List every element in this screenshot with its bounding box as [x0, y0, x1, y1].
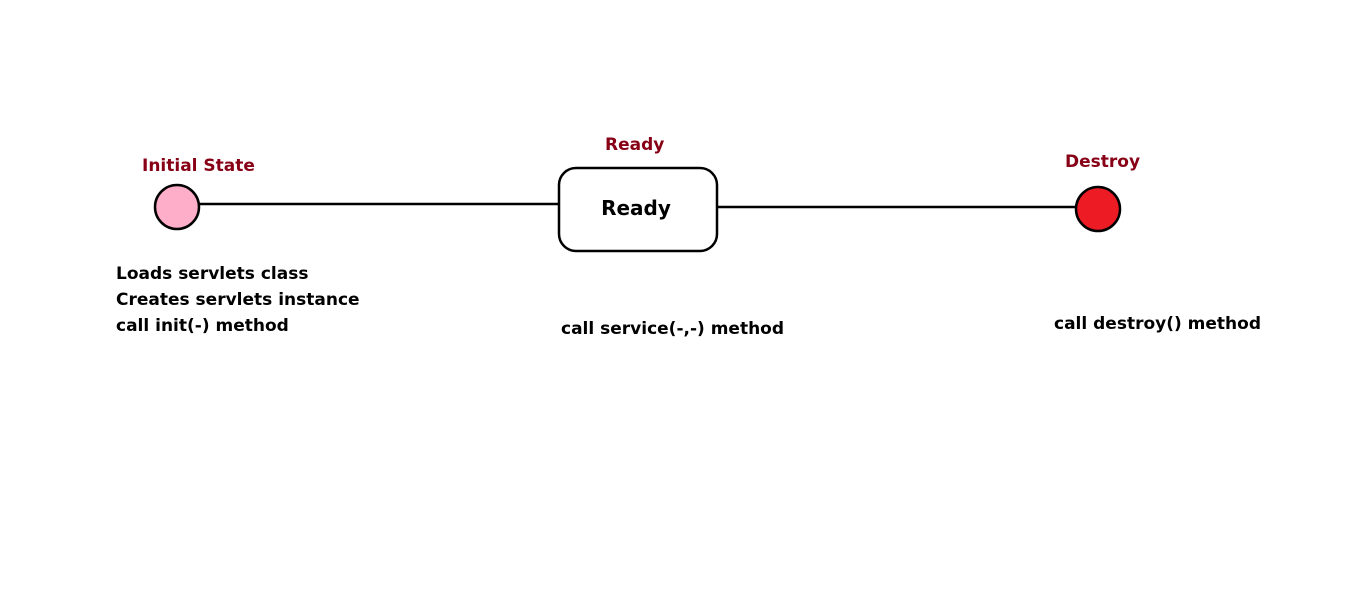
ready-state-heading: Ready: [605, 135, 665, 155]
ready-state-box: [557, 166, 719, 253]
initial-line-load-class: Loads servlets class: [116, 264, 309, 284]
ready-line-call-service: call service(-,-) method: [561, 319, 785, 339]
ready-state-description: call service(-,-) method: [561, 316, 784, 342]
initial-state-description: Loads servlets class Creates servlets in…: [116, 261, 360, 339]
initial-line-create-instance: Creates servlets instance: [116, 290, 360, 310]
initial-state-node: [153, 183, 201, 231]
initial-state-heading: Initial State: [142, 156, 255, 176]
ready-box-label: Ready: [601, 196, 671, 220]
destroy-state-heading: Destroy: [1065, 152, 1141, 172]
destroy-line-call-destroy: call destroy() method: [1054, 314, 1261, 334]
initial-line-call-init: call init(-) method: [116, 316, 289, 336]
destroy-state-node: [1074, 185, 1122, 233]
destroy-state-description: call destroy() method: [1054, 311, 1261, 337]
